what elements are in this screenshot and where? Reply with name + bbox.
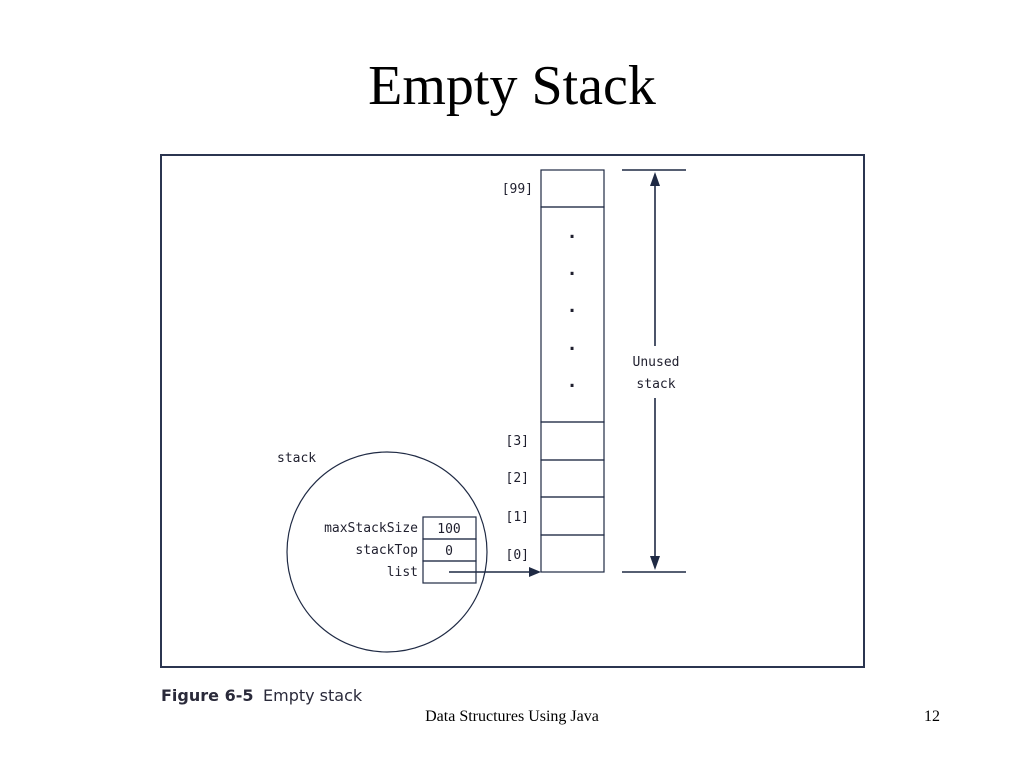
slide-footer: Data Structures Using Java [425, 708, 599, 725]
array-dot: . [567, 371, 578, 392]
index-label-3: [3] [506, 434, 529, 449]
index-label-2: [2] [506, 471, 529, 486]
array-dot: . [567, 334, 578, 355]
stack-object-circle [286, 451, 488, 653]
index-label-1: [1] [506, 510, 529, 525]
figure-frame [160, 154, 865, 668]
field-name-maxstacksize: maxStackSize [324, 521, 418, 536]
array-dot: . [567, 259, 578, 280]
array-dot: . [567, 222, 578, 243]
arrowhead-down-icon [650, 556, 660, 570]
field-value-maxstacksize: 100 [437, 522, 460, 537]
field-name-stacktop: stackTop [355, 543, 418, 558]
index-label-0: [0] [506, 548, 529, 563]
figure-caption-label: Figure 6-5 [161, 686, 253, 705]
unused-label-line2: stack [636, 377, 675, 392]
stack-object-label: stack [277, 451, 316, 466]
slide-page-number: 12 [924, 708, 940, 725]
arrowhead-right-icon [529, 567, 541, 577]
slide-title: Empty Stack [368, 55, 656, 117]
arrowhead-up-icon [650, 172, 660, 186]
array-cell-0 [540, 534, 605, 573]
array-dots: . . . . . [567, 222, 578, 392]
field-value-stacktop: 0 [445, 544, 453, 559]
stack-array [540, 169, 605, 573]
index-label-99: [99] [502, 182, 533, 197]
array-dot: . [567, 296, 578, 317]
figure-caption-text: Empty stack [263, 686, 363, 705]
unused-stack-dimension [622, 169, 686, 573]
list-pointer-arrow [449, 567, 541, 577]
field-name-list: list [387, 565, 418, 580]
unused-label-line1: Unused [633, 355, 680, 370]
